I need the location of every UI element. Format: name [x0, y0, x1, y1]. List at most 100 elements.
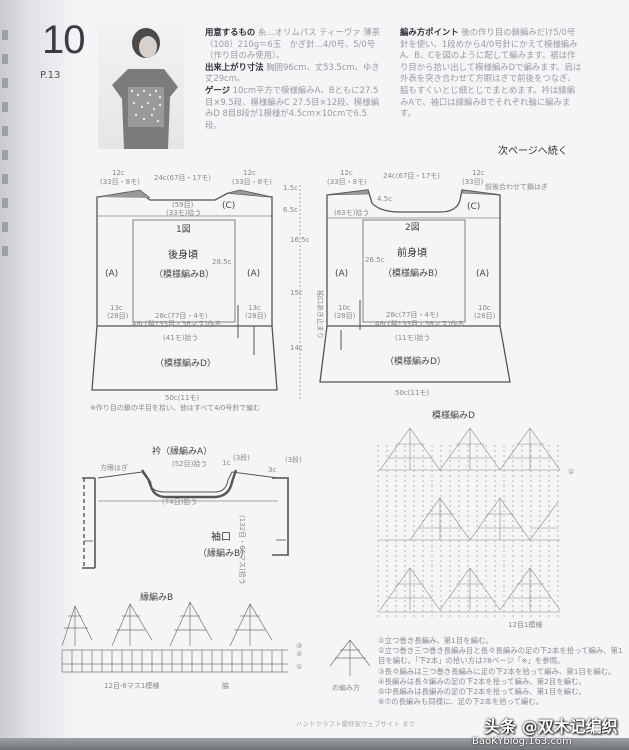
region-label: (A) — [335, 269, 348, 279]
dim-label: 28c(77目・4モ) — [155, 312, 208, 320]
dim-label: (33目) — [462, 178, 484, 186]
dim-label: 前後合わせて鎖はぎ — [485, 182, 548, 191]
model-photo — [98, 25, 184, 149]
note-item: ⑤中長編みは長編みの足の下2本を拾って編み、第1目を編む。 — [378, 687, 586, 697]
dim-label: (59目) — [172, 201, 194, 209]
dim-label: (33目・8モ) — [327, 178, 367, 186]
region-label: (A) — [476, 269, 489, 279]
dim-label: 1c — [222, 459, 230, 467]
region-label: （縁編みB） — [198, 547, 249, 559]
dim-label: 12c — [340, 169, 353, 177]
dim-label: 10c — [478, 304, 491, 312]
size-heading: 出来上がり寸法 — [205, 61, 264, 72]
dim-label: 3c — [268, 466, 276, 474]
dim-label: 48c(鎖133目・36マス)作る — [375, 319, 465, 328]
back-body-diagram — [91, 185, 301, 400]
dim-label: (63モ)拾う — [334, 208, 369, 217]
points-text: 後の作り目の鎖編みだけ5/0号針を使い、1段めから4/0号針にかえて模様編みA、… — [400, 27, 582, 119]
dim-label: 28.5c — [212, 258, 232, 266]
dim-label: (33モ)拾う — [166, 208, 201, 217]
materials-text: 糸…オリムパス ティーヴァ 薄茶（108）210g＝6玉 かぎ針…4/0号、5/… — [205, 27, 380, 61]
diagram-title: 衿（縁編みA） — [152, 445, 212, 457]
dim-label: 12c — [472, 169, 485, 177]
row-number: ② — [296, 650, 302, 658]
region-label: (A) — [247, 269, 260, 279]
back-labels: 12c (33目・8モ) 24c(67目・17モ) 12c (33目・8モ) (… — [90, 169, 310, 412]
dim-label: 13c — [110, 304, 123, 312]
materials-block: 用意するもの 糸…オリムパス ティーヴァ 薄茶（108）210g＝6玉 かぎ針…… — [205, 27, 381, 131]
dim-label: (41モ)拾う — [163, 333, 198, 342]
dim-label: 15c — [290, 289, 303, 297]
repeat-label: 12目1模様 — [508, 620, 542, 629]
dim-label: (52目)拾う — [172, 459, 207, 468]
region-label: （模様編みB） — [383, 267, 443, 279]
side-mark: 脇 — [222, 682, 229, 690]
dim-label: (28目) — [245, 312, 267, 320]
diagram-title: 袖口 — [211, 530, 231, 543]
dim-label: 1.5c — [283, 184, 298, 192]
watermark: 头条 @双木记编织 — [484, 717, 618, 736]
row-number: ③ — [296, 642, 302, 650]
dim-label: 10c — [338, 304, 351, 312]
note-item: ⑥⑦の長編みも同様に、足の下2本を拾って編む。 — [378, 697, 544, 707]
footer-credit: ハンドクラフト愛好家ウェブサイト まで — [296, 720, 416, 728]
row-number: ① — [296, 663, 302, 671]
edging-b-chart — [61, 601, 371, 676]
pattern-d-labels: 模様編みD 12目1模様 ① — [432, 409, 574, 629]
front-body-diagram — [319, 189, 511, 383]
dim-label: 50c(11モ) — [165, 394, 199, 402]
page-reference: P.13 — [40, 70, 61, 81]
dim-label: (33目・8モ) — [232, 178, 272, 186]
edging-b-labels: 縁編みB 12目-6マス1模様 脇 ③ ② ① の編み方 — [104, 591, 360, 692]
note-item: ④長編みは長々編みの足の下2本を拾って編み、第2目を編む。 — [378, 676, 586, 686]
book-gutter — [0, 0, 80, 750]
gauge-text: 10cm平方で模様編みA、Bともに27.5目×9.5段、模様編みC 27.5目×… — [205, 84, 380, 130]
region-label: (A) — [105, 269, 118, 279]
points-block: 編み方ポイント 後の作り目の鎖編みだけ5/0号針を使い、1段めから4/0号針にか… — [400, 27, 582, 120]
dim-label: (28目) — [474, 312, 496, 320]
note-item: ③長々編みは三つ巻き長編みに足の下2本を拾って編み、第1目を編む。 — [378, 666, 616, 676]
note-item: ②立つ巻き三つ巻き長編み目と長々長編みの足の下2本を拾って編み、第1目を編む。「… — [378, 646, 623, 666]
piece-name: 後身頃 — [168, 248, 198, 261]
region-label: (C) — [467, 202, 480, 212]
chart-title: 模様編みD — [432, 409, 475, 421]
dim-label: 13c — [248, 304, 261, 312]
gauge-heading: ゲージ — [205, 84, 230, 95]
dim-label: 28c(77目・4モ) — [386, 311, 439, 319]
stitch-notes: ①立つ巻き長編み、第1目を編む。 ②立つ巻き三つ巻き長編み目と長々長編みの足の下… — [378, 636, 623, 707]
how-to-label: の編み方 — [332, 683, 360, 692]
figure-number: 2図 — [405, 222, 420, 233]
dim-label: (3段) — [285, 455, 302, 464]
dim-label: 48c(鎖133目・36マス)作る — [132, 319, 222, 328]
footnote: ※作り目の鎖の半目を拾い、他はすべて4/0号針で編む — [90, 403, 260, 412]
dim-label: 4.5c — [377, 195, 392, 203]
dim-label: 6.5c — [283, 206, 298, 214]
region-label: （模様編みD） — [155, 357, 216, 369]
dim-label: 12c — [243, 169, 256, 177]
row-number: ① — [568, 468, 574, 476]
chart-title: 縁編みB — [140, 591, 173, 603]
dim-label: (28目) — [334, 312, 356, 320]
pattern-number: 10 — [42, 18, 85, 62]
figure-number: 1図 — [176, 224, 191, 235]
dim-label: (74目)拾う — [162, 497, 197, 506]
dim-label: 16.5c — [290, 236, 310, 244]
facing-page-edge — [2, 30, 12, 290]
dim-label: 24c(67目・17モ) — [154, 174, 211, 182]
note-item: ①立つ巻き長編み、第1目を編む。 — [378, 636, 493, 645]
watermark-url: BaoKYblog.163.com — [472, 736, 572, 747]
scan-bottom-edge — [0, 738, 629, 750]
dim-label: (28目) — [107, 312, 129, 320]
collar-labels: 衿（縁編みA） (52目)拾う 方眼はぎ 1c (3段) 3c (3段) (74… — [100, 445, 302, 585]
region-label: （模様編みD） — [385, 355, 446, 367]
continued-label: 次ページへ続く — [498, 146, 568, 157]
front-labels: 12c (33目・8モ) 24c(67目・17モ) 12c (33目) 前後合わ… — [316, 169, 548, 397]
dim-label: (33目・8モ) — [100, 178, 140, 186]
size-text: 胸囲96cm、丈53.5cm、ゆき丈29cm。 — [205, 61, 380, 84]
dim-label: 12c — [112, 169, 125, 177]
collar-diagram — [82, 469, 289, 569]
pattern-d-chart — [377, 427, 561, 620]
dim-label: 50c(11モ) — [395, 389, 429, 397]
region-label: (C) — [222, 201, 235, 211]
